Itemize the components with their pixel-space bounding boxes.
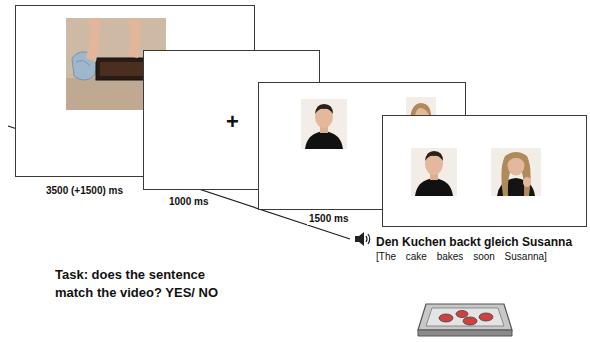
speaker-photo [491, 148, 541, 196]
duration-label: 3500 (+1500) ms [44, 185, 125, 197]
translation-text: [The cake bakes soon Susanna] [374, 251, 549, 263]
sentence-text: Den Kuchen backt gleich Susanna [374, 235, 574, 249]
duration-label: 1000 ms [167, 196, 210, 208]
fixation-cross: + [224, 109, 241, 135]
speaker-photo [301, 99, 347, 149]
speaker-icon [355, 232, 370, 246]
task-instruction: Task: does the sentence match the video?… [55, 266, 245, 302]
duration-label: 1500 ms [307, 213, 350, 225]
speaker-photo [411, 148, 457, 196]
stimulus-frame: Den Kuchen backt gleich Susanna[The cake… [382, 115, 587, 227]
response-button-box [418, 304, 512, 336]
